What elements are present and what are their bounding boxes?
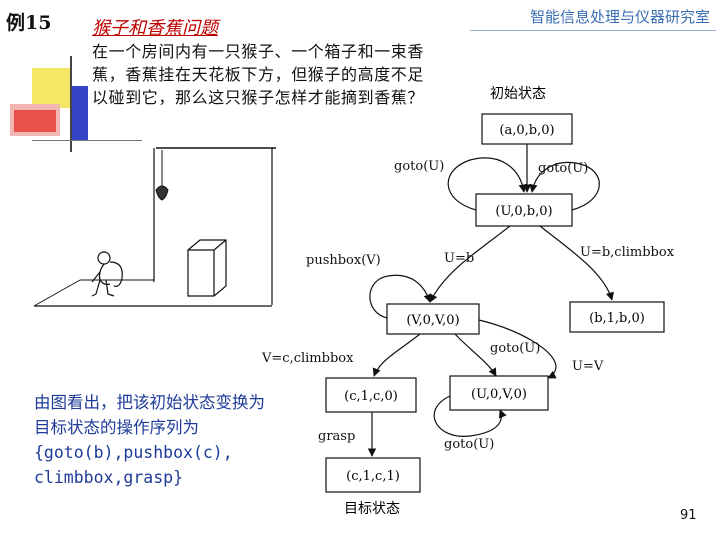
deco-yellow-square xyxy=(32,68,70,108)
initial-state-label: 初始状态 xyxy=(490,85,546,102)
edge-goto-mid xyxy=(478,319,557,379)
state-node-b1b0: (b,1,b,0) xyxy=(569,301,665,333)
deco-vertical-line xyxy=(70,56,72,152)
deco-red-inner xyxy=(14,110,56,132)
state-node-c1c0: (c,1,c,0) xyxy=(325,377,417,413)
edge-u0b0-to-b1b0 xyxy=(539,225,614,301)
edge-v0v0-to-u0v0 xyxy=(454,333,497,377)
svg-text:(V,0,V,0): (V,0,V,0) xyxy=(406,313,459,328)
state-node-initial: 初始状态 (a,0,b,0) xyxy=(481,85,573,145)
solution-summary: 由图看出，把该初始状态变换为目标状态的操作序列为 {goto(b),pushbo… xyxy=(34,393,265,487)
room-floor-edge xyxy=(33,279,81,307)
label-goto-bottom: goto(U) xyxy=(444,437,494,452)
problem-title: 猴子和香蕉问题 xyxy=(92,18,218,39)
deco-blue-square xyxy=(72,86,88,140)
label-pushbox: pushbox(V) xyxy=(306,253,381,268)
edge-u0b0-to-v0v0 xyxy=(429,225,511,303)
svg-text:(b,1,b,0): (b,1,b,0) xyxy=(589,311,645,326)
page-number: 91 xyxy=(680,508,697,523)
edge-pushbox-loop xyxy=(369,274,432,319)
svg-text:(U,0,V,0): (U,0,V,0) xyxy=(471,387,527,402)
goal-state-label: 目标状态 xyxy=(344,501,400,517)
problem-statement: 在一个房间内有一只猴子、一个箱子和一束香蕉，香蕉挂在天花板下方，但猴子的高度不足… xyxy=(92,42,425,107)
header-rule xyxy=(470,30,716,31)
label-v-eq-c-climbbox: V=c,climbbox xyxy=(261,351,354,366)
label-u-eq-b-climbbox: U=b,climbbox xyxy=(580,245,675,260)
svg-text:(U,0,b,0): (U,0,b,0) xyxy=(495,204,552,219)
deco-horizontal-line xyxy=(32,140,142,141)
label-goto-left: goto(U) xyxy=(394,159,444,174)
monkey-icon xyxy=(91,251,123,297)
svg-text:(c,1,c,0): (c,1,c,0) xyxy=(344,389,398,404)
label-goto-right: goto(U) xyxy=(538,161,588,176)
edge-v0v0-to-c1c0 xyxy=(372,333,421,377)
state-node-u0v0: (U,0,V,0) xyxy=(449,375,549,411)
banana-icon xyxy=(155,185,169,201)
edge-goto-loop-left xyxy=(447,157,527,211)
edge-goto-loop-right xyxy=(529,161,600,211)
label-grasp: grasp xyxy=(318,429,355,444)
state-node-u0b0: (U,0,b,0) xyxy=(475,193,573,227)
label-u-eq-v: U=V xyxy=(572,359,604,374)
example-label: 例15 xyxy=(6,12,52,34)
state-node-v0v0: (V,0,V,0) xyxy=(386,303,480,335)
edge-goto-bottom-loop xyxy=(433,395,507,437)
label-goto-mid: goto(U) xyxy=(490,341,540,356)
svg-text:(c,1,c,1): (c,1,c,1) xyxy=(346,469,400,484)
box-icon xyxy=(187,239,227,297)
lab-name: 智能信息处理与仪器研究室 xyxy=(529,8,710,26)
node-initial-text: (a,0,b,0) xyxy=(499,123,554,138)
state-node-goal: (c,1,c,1) 目标状态 xyxy=(325,457,421,517)
label-u-eq-b: U=b xyxy=(444,251,474,266)
monkey-room-illustration xyxy=(33,147,276,307)
